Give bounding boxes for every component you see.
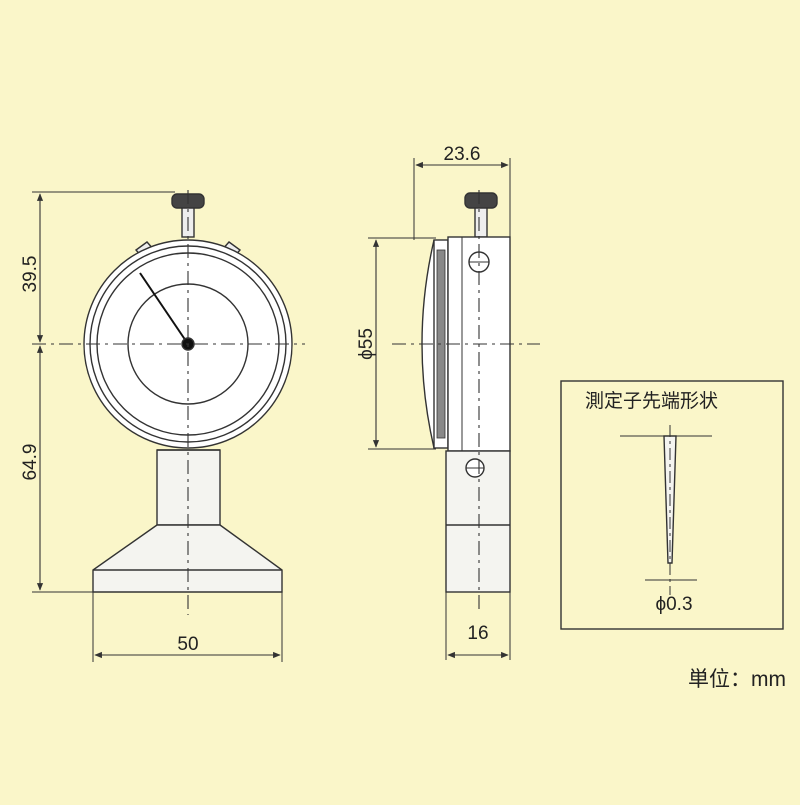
front-view [32, 190, 305, 662]
dim-dial-diameter: ϕ55 [356, 328, 377, 360]
tip-detail-title: 測定子先端形状 [585, 390, 718, 412]
dim-height-upper: 39.5 [20, 256, 41, 293]
unit-label: 単位：mm [688, 668, 786, 691]
dial-needle [139, 272, 189, 345]
side-knob-cap [464, 192, 498, 209]
dim-base-width: 50 [177, 634, 198, 655]
dim-depth: 23.6 [444, 144, 481, 165]
tip-detail-box [560, 380, 784, 630]
side-view [368, 158, 540, 660]
dim-stem-width: 16 [467, 623, 488, 644]
tip-detail-frame [560, 380, 784, 630]
side-knob-stem [474, 206, 488, 238]
dim-height-lower: 64.9 [20, 444, 41, 481]
tip-diameter-label: ϕ0.3 [655, 594, 692, 615]
